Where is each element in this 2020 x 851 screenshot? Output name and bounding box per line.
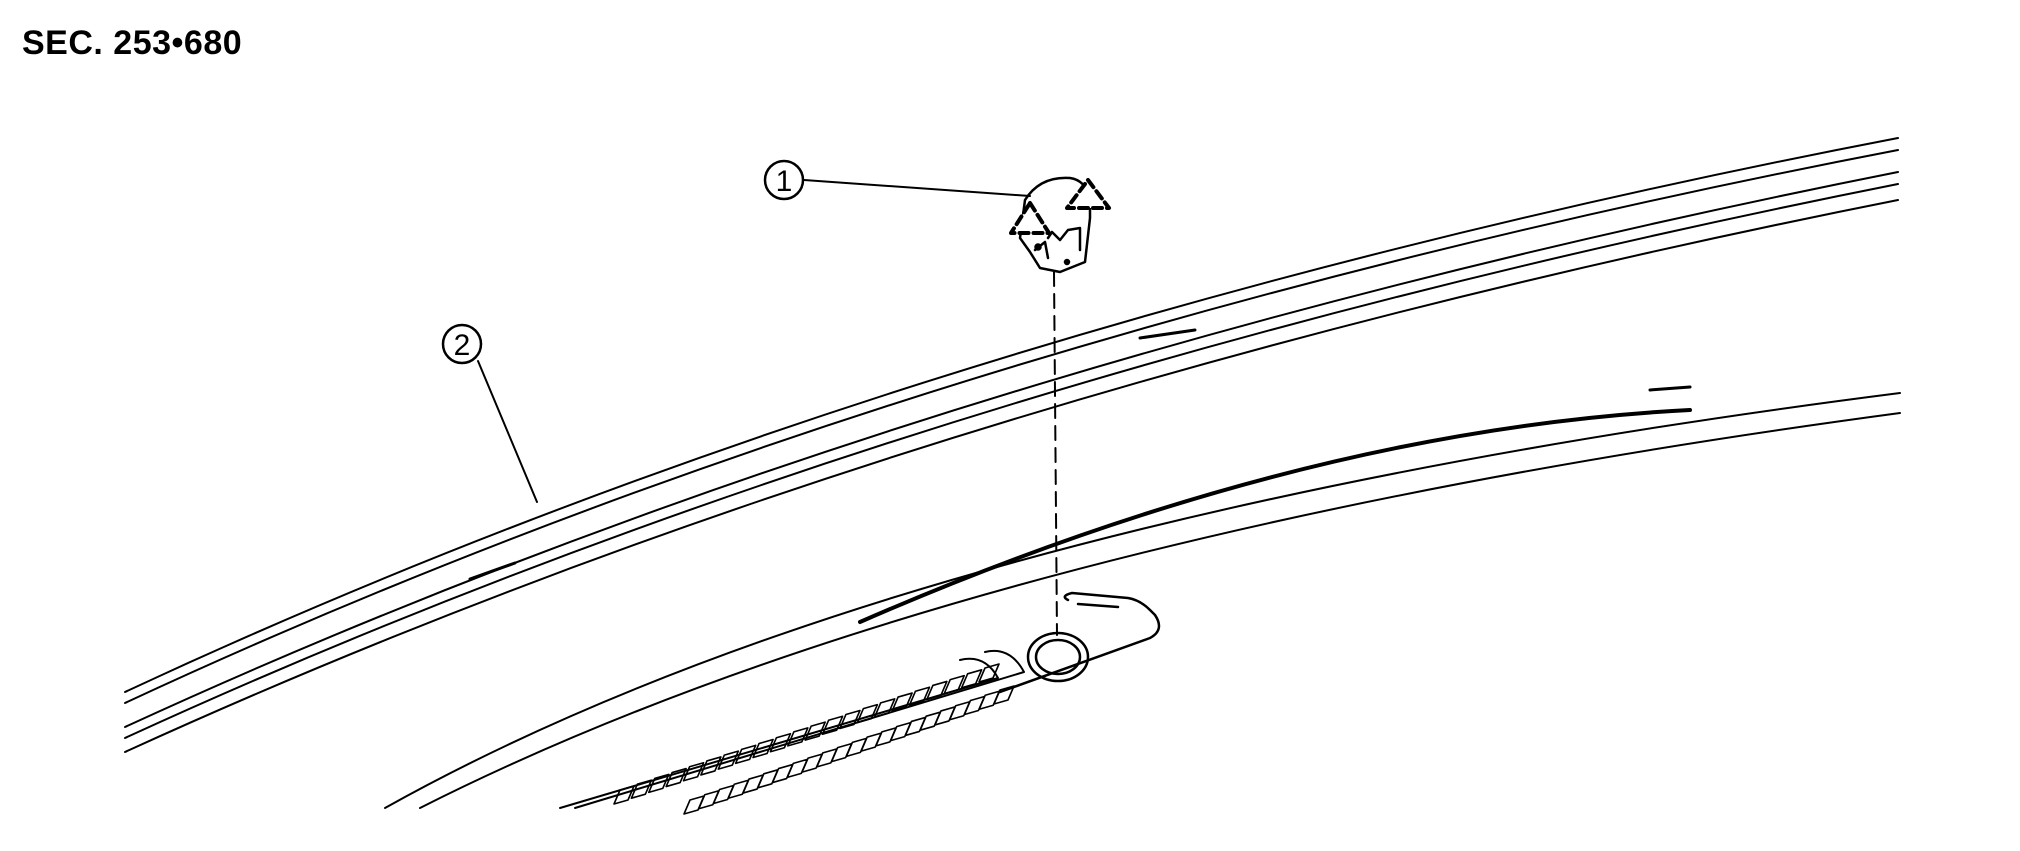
windshield-molding (124, 137, 1899, 753)
louver-slat (839, 709, 861, 730)
louver-slat (630, 779, 653, 799)
louver-slat (613, 785, 635, 805)
louver-slat (891, 692, 913, 712)
louver-slat (821, 715, 844, 736)
louver-slat (787, 727, 809, 747)
louver-slat (804, 721, 826, 741)
callout-1: 1 (763, 159, 805, 201)
louver-slat (752, 738, 774, 759)
cowl-vent-louvers (559, 650, 1025, 815)
section-label: SEC. 253•680 (22, 24, 243, 62)
callout-2: 2 (441, 323, 483, 365)
louver-slat (647, 773, 670, 794)
louver-slat (960, 669, 983, 689)
louver-slat (769, 732, 792, 753)
louver-slat (734, 744, 757, 765)
louver-slat (978, 663, 1000, 683)
callout-2-leader (477, 360, 538, 503)
louver-slat (926, 680, 948, 701)
dashed-triangle-icon (1009, 178, 1111, 235)
louver-slat (908, 686, 931, 707)
nozzle-seat-panel (998, 591, 1161, 694)
louver-slat (682, 761, 705, 782)
assembly-line (1053, 271, 1058, 636)
callout-2-label: 2 (454, 329, 471, 362)
louver-slat (856, 703, 879, 724)
cowl-top-cover (384, 385, 1901, 809)
louver-slat (717, 750, 740, 770)
callout-1-leader (803, 179, 1031, 197)
louver-slats (613, 663, 1015, 815)
louver-slat (665, 767, 687, 788)
louver-slat (873, 698, 896, 718)
callout-1-label: 1 (776, 165, 793, 198)
louver-slat (943, 674, 966, 695)
louver-slat (700, 756, 722, 776)
louver-slat (683, 795, 705, 815)
